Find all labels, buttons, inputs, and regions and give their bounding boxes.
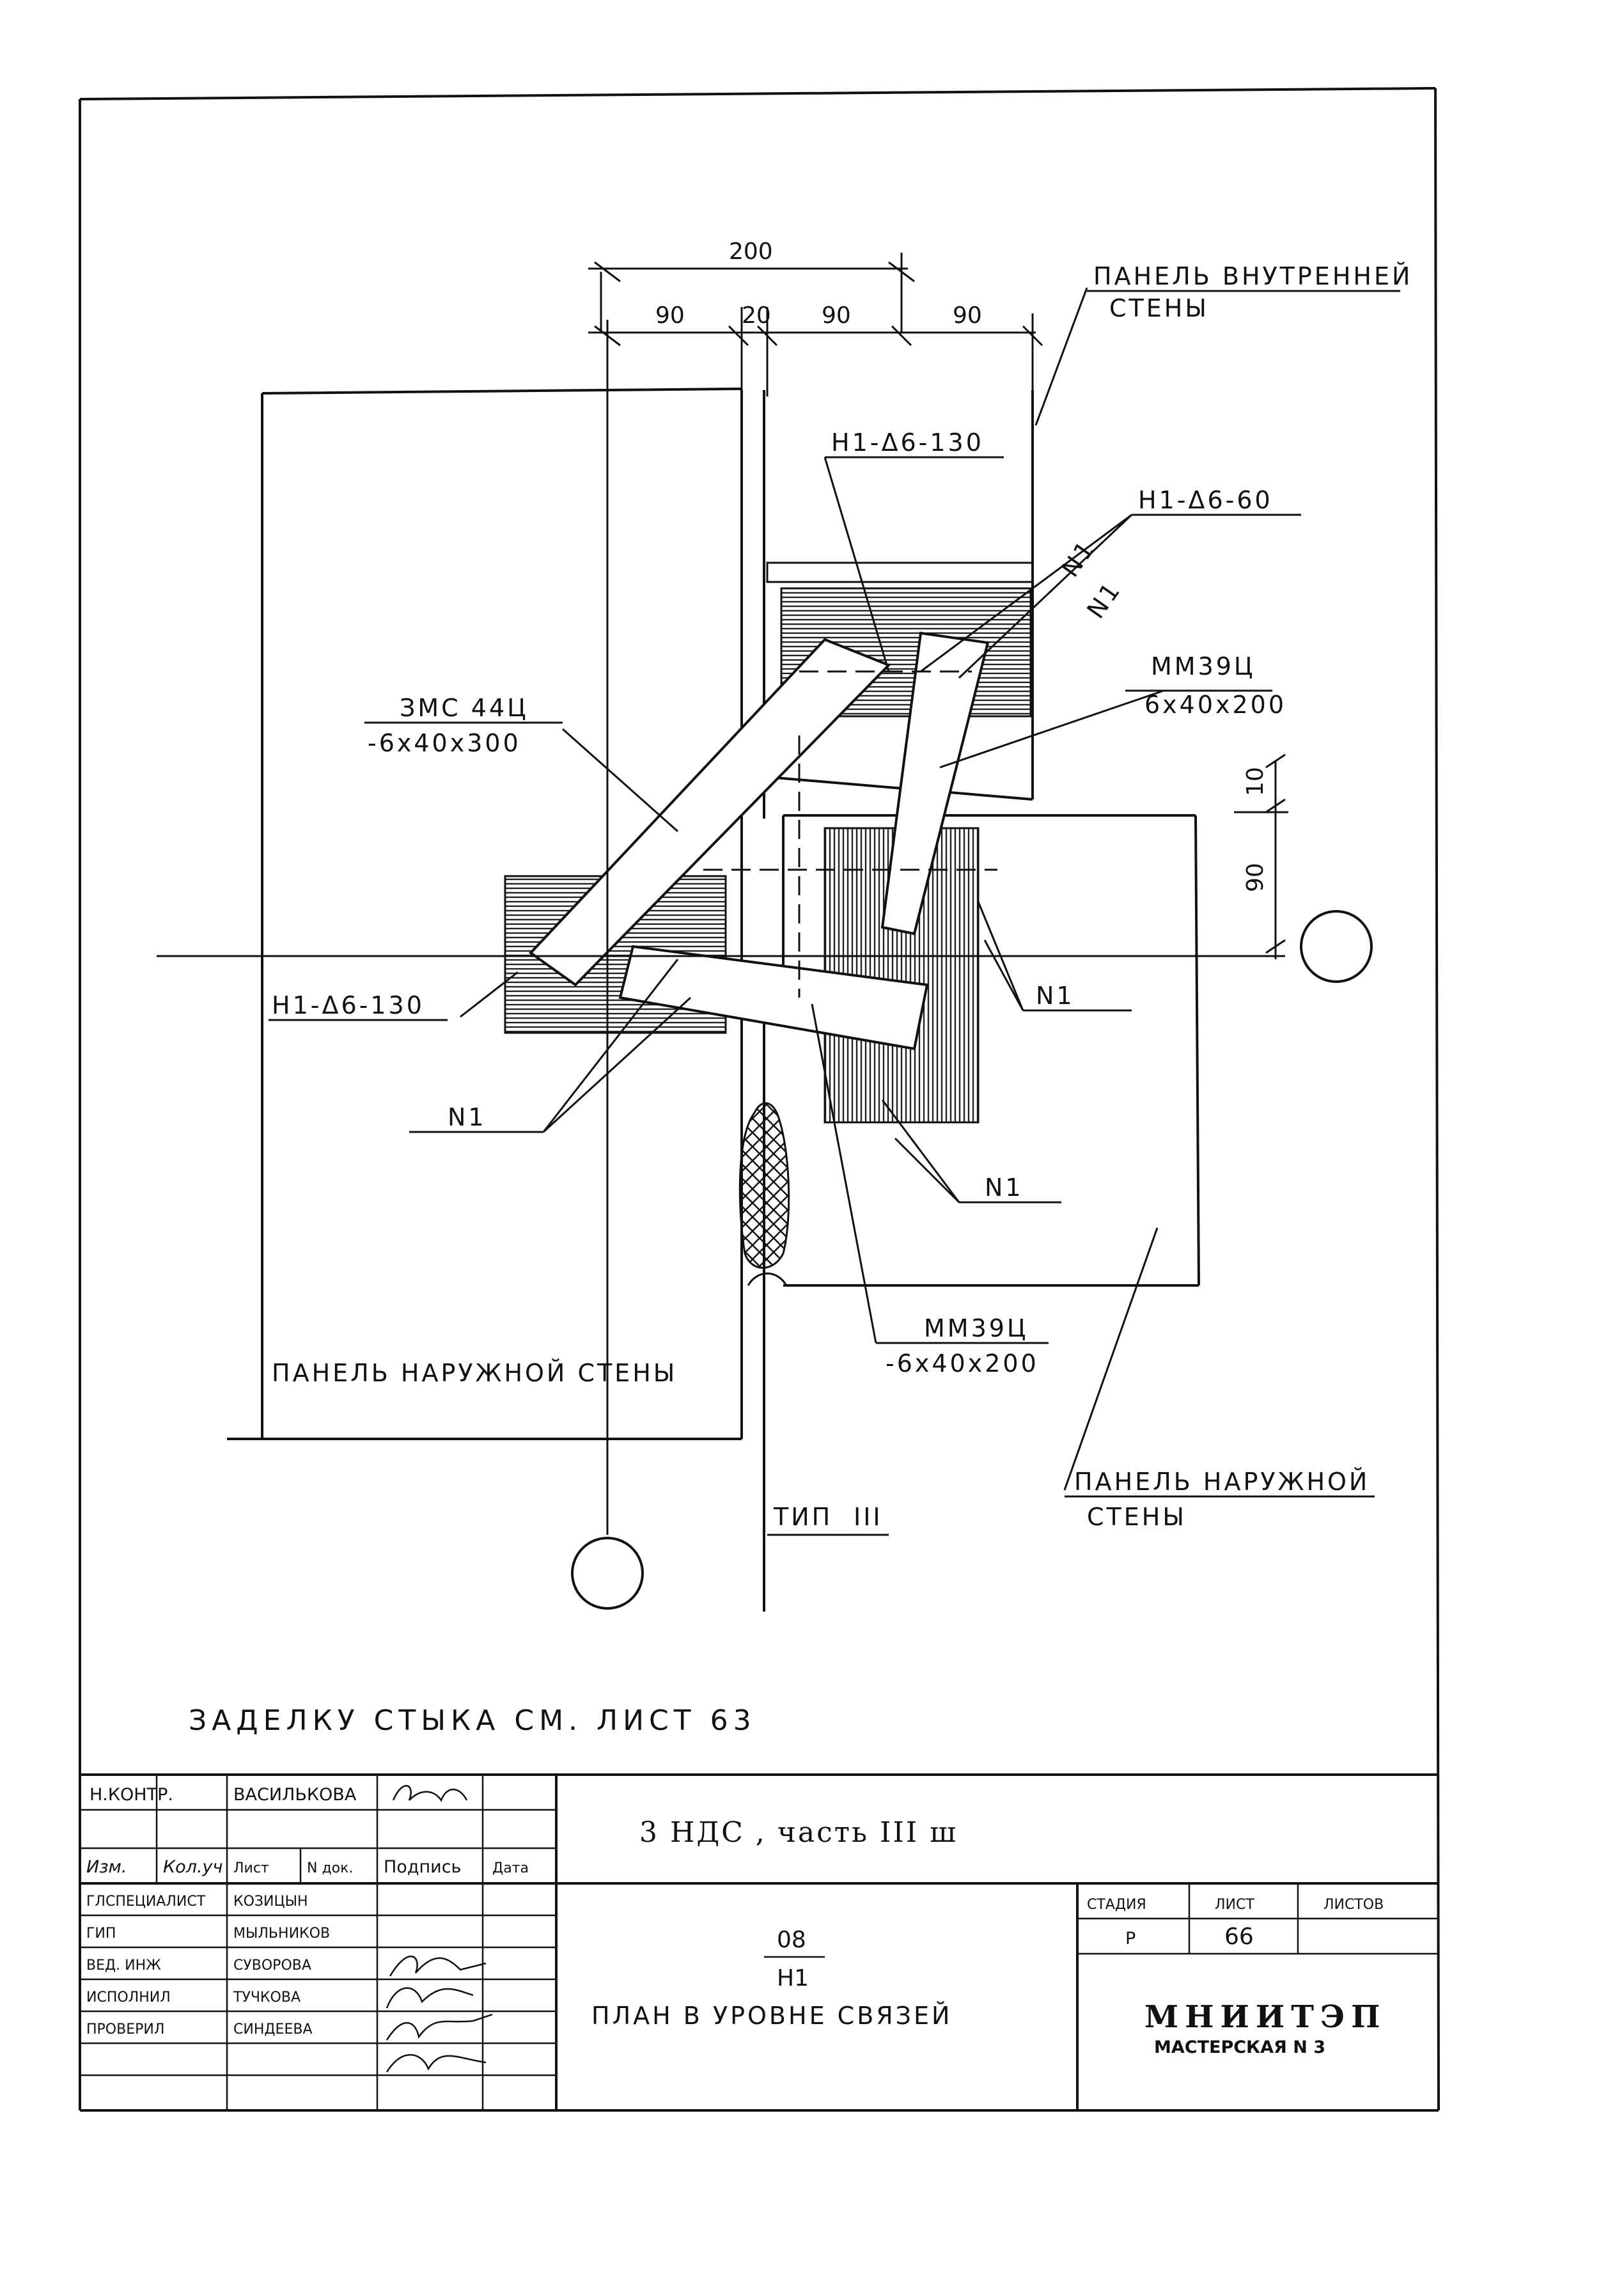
label-type: ТИП: [773, 1503, 832, 1531]
connection-bars: [528, 631, 990, 1051]
dim-90-a: 90: [655, 302, 685, 329]
tb-role-6: ИСПОЛНИЛ: [86, 1990, 171, 2006]
tb-name-0: ВАСИЛЬКОВА: [233, 1785, 357, 1805]
tb-org-name: МНИИТЭП: [1144, 1999, 1386, 2035]
tb-role-7: ПРОВЕРИЛ: [86, 2022, 164, 2037]
label-underlines: [269, 290, 1400, 1536]
tb-sheet-hdr: ЛИСТ: [1215, 1897, 1254, 1913]
title-block-texts: Н.КОНТР. ВАСИЛЬКОВА Изм. Кол.уч Лист N д…: [86, 1785, 1386, 2057]
dim-20: 20: [742, 302, 771, 329]
tb-sheets-hdr: ЛИСТОВ: [1323, 1897, 1384, 1913]
dim-90-b: 90: [822, 302, 851, 329]
label-n1-left: N1: [448, 1103, 487, 1131]
tb-sheet-title: ПЛАН В УРОВНЕ СВЯЗЕЙ: [591, 2002, 952, 2030]
tb-role-0: Н.КОНТР.: [90, 1785, 173, 1805]
label-inner-panel-1: ПАНЕЛЬ ВНУТРЕННЕЙ: [1093, 262, 1412, 290]
tb-code-num: 08: [777, 1927, 806, 1953]
label-n1-a: N1: [1056, 534, 1101, 582]
tb-hdr-date: Дата: [492, 1860, 529, 1876]
label-joint-note: ЗАДЕЛКУ СТЫКА СМ. ЛИСТ 63: [189, 1704, 756, 1737]
label-zmc-2: -6х40х300: [368, 729, 521, 757]
label-inner-panel-2: СТЕНЫ: [1109, 294, 1209, 322]
tb-name-5: СУВОРОВА: [233, 1958, 311, 1974]
tb-project: 3 НДС , часть III ш: [639, 1816, 958, 1849]
sheet-frame: [79, 87, 1440, 2111]
label-n1-bottom: N1: [985, 1174, 1024, 1202]
center-lines: [157, 320, 1285, 1535]
tb-sheet: 66: [1224, 1924, 1254, 1950]
dim-10: 10: [1242, 767, 1269, 796]
label-tie-top: Н1-Δ6-130: [831, 428, 984, 457]
label-zmc-1: ЗМС 44Ц: [400, 694, 529, 722]
label-outer-panel-right-1: ПАНЕЛЬ НАРУЖНОЙ: [1074, 1468, 1370, 1496]
dim-200: 200: [729, 239, 773, 265]
label-mm39-bot-2: -6х40х200: [886, 1349, 1039, 1378]
label-outer-panel-right-2: СТЕНЫ: [1087, 1503, 1187, 1531]
bar-zmc: [528, 638, 891, 987]
tb-role-4: ГИП: [86, 1926, 116, 1942]
tb-name-4: МЫЛЬНИКОВ: [233, 1926, 330, 1942]
title-block: [80, 1773, 1439, 2112]
label-mm39-top-1: ММ39Ц: [1151, 652, 1255, 680]
label-type-roman: III: [854, 1503, 883, 1531]
drawing-labels: ПАНЕЛЬ ВНУТРЕННЕЙ СТЕНЫ Н1-Δ6-130 Н1-Δ6-…: [189, 262, 1412, 1737]
tb-hdr-list: Лист: [233, 1860, 269, 1876]
tb-org-sub: МАСТЕРСКАЯ N 3: [1154, 2037, 1325, 2057]
tb-code-den: Н1: [777, 1965, 809, 1991]
bar-mm39-vertical: [880, 631, 990, 936]
plate-frames: [766, 561, 1034, 583]
tb-stage-hdr: СТАДИЯ: [1087, 1897, 1146, 1913]
tb-hdr-koluch: Кол.уч: [163, 1857, 223, 1877]
signatures: [386, 1785, 493, 2073]
tb-hdr-ndoc: N док.: [307, 1860, 353, 1876]
tb-name-7: СИНДЕЕВА: [233, 2022, 313, 2037]
bar-mm39-horizontal: [618, 945, 929, 1051]
tb-stage: Р: [1125, 1929, 1136, 1949]
label-mm39-bot-1: ММ39Ц: [924, 1314, 1028, 1342]
label-mm39-top-2: 6х40х200: [1144, 691, 1286, 719]
axis-circle-right: [1300, 910, 1373, 983]
tb-role-3: ГЛСПЕЦИАЛИСТ: [86, 1894, 206, 1910]
sealant-profile: [738, 1102, 790, 1269]
label-n1-b: N1: [1081, 576, 1127, 624]
tb-hdr-sign: Подпись: [384, 1857, 461, 1877]
tb-name-6: ТУЧКОВА: [233, 1990, 301, 2006]
dim-90-c: 90: [953, 302, 982, 329]
label-tie-right: Н1-Δ6-60: [1138, 486, 1273, 514]
tb-name-3: КОЗИЦЫН: [233, 1894, 308, 1910]
label-tie-left: Н1-Δ6-130: [272, 991, 425, 1019]
label-n1-right: N1: [1036, 982, 1075, 1010]
leader-lines: [460, 287, 1164, 1491]
tb-hdr-izm: Изм.: [86, 1857, 127, 1877]
dimension-texts: 200 90 20 90 90 10 90: [655, 239, 1269, 892]
axis-circle-bottom: [571, 1537, 644, 1610]
tb-role-5: ВЕД. ИНЖ: [86, 1958, 161, 1974]
dim-90-side: 90: [1242, 863, 1269, 892]
label-outer-panel-left: ПАНЕЛЬ НАРУЖНОЙ СТЕНЫ: [272, 1359, 677, 1387]
dimension-lines: [588, 253, 1288, 959]
